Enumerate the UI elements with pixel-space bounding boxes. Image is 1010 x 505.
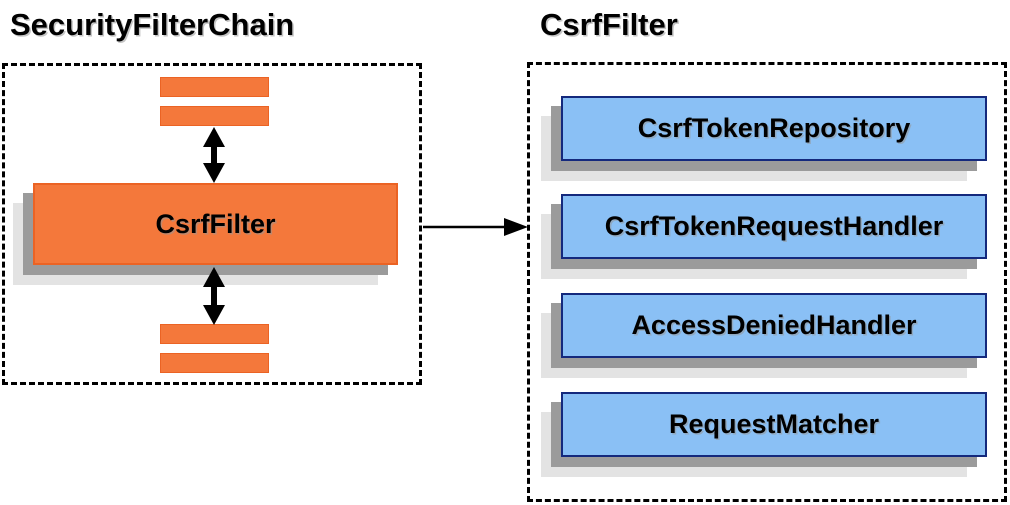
csrf-filter-box-group: CsrfFilter [13, 183, 398, 285]
csrf-component: CsrfTokenRequestHandler [541, 194, 987, 279]
security-filter-chain-boundary [2, 63, 422, 385]
component-box: AccessDeniedHandler [561, 293, 987, 358]
component-box: RequestMatcher [561, 392, 987, 457]
filter-stack-bar [160, 77, 269, 97]
csrf-filter-box-label: CsrfFilter [155, 208, 276, 239]
delegation-arrow [423, 218, 528, 236]
csrf-filter-title: CsrfFilter [540, 7, 678, 42]
component-label: RequestMatcher [668, 409, 880, 439]
component-label: CsrfTokenRequestHandler [604, 211, 944, 241]
filter-stack-bar [160, 353, 269, 373]
security-filter-chain-title: SecurityFilterChain [10, 7, 295, 42]
component-box: CsrfTokenRequestHandler [561, 194, 987, 259]
filter-stack-bar [160, 324, 269, 344]
component-box: CsrfTokenRepository [561, 96, 987, 161]
component-label: CsrfTokenRepository [637, 113, 911, 143]
csrf-filter-box: CsrfFilter [33, 183, 398, 265]
csrf-filter-boundary [527, 62, 1007, 502]
csrf-component: AccessDeniedHandler [541, 293, 987, 378]
filter-stack-bar [160, 106, 269, 126]
component-label: AccessDeniedHandler [631, 310, 917, 340]
csrf-component: CsrfTokenRepository [541, 96, 987, 181]
csrf-component: RequestMatcher [541, 392, 987, 477]
